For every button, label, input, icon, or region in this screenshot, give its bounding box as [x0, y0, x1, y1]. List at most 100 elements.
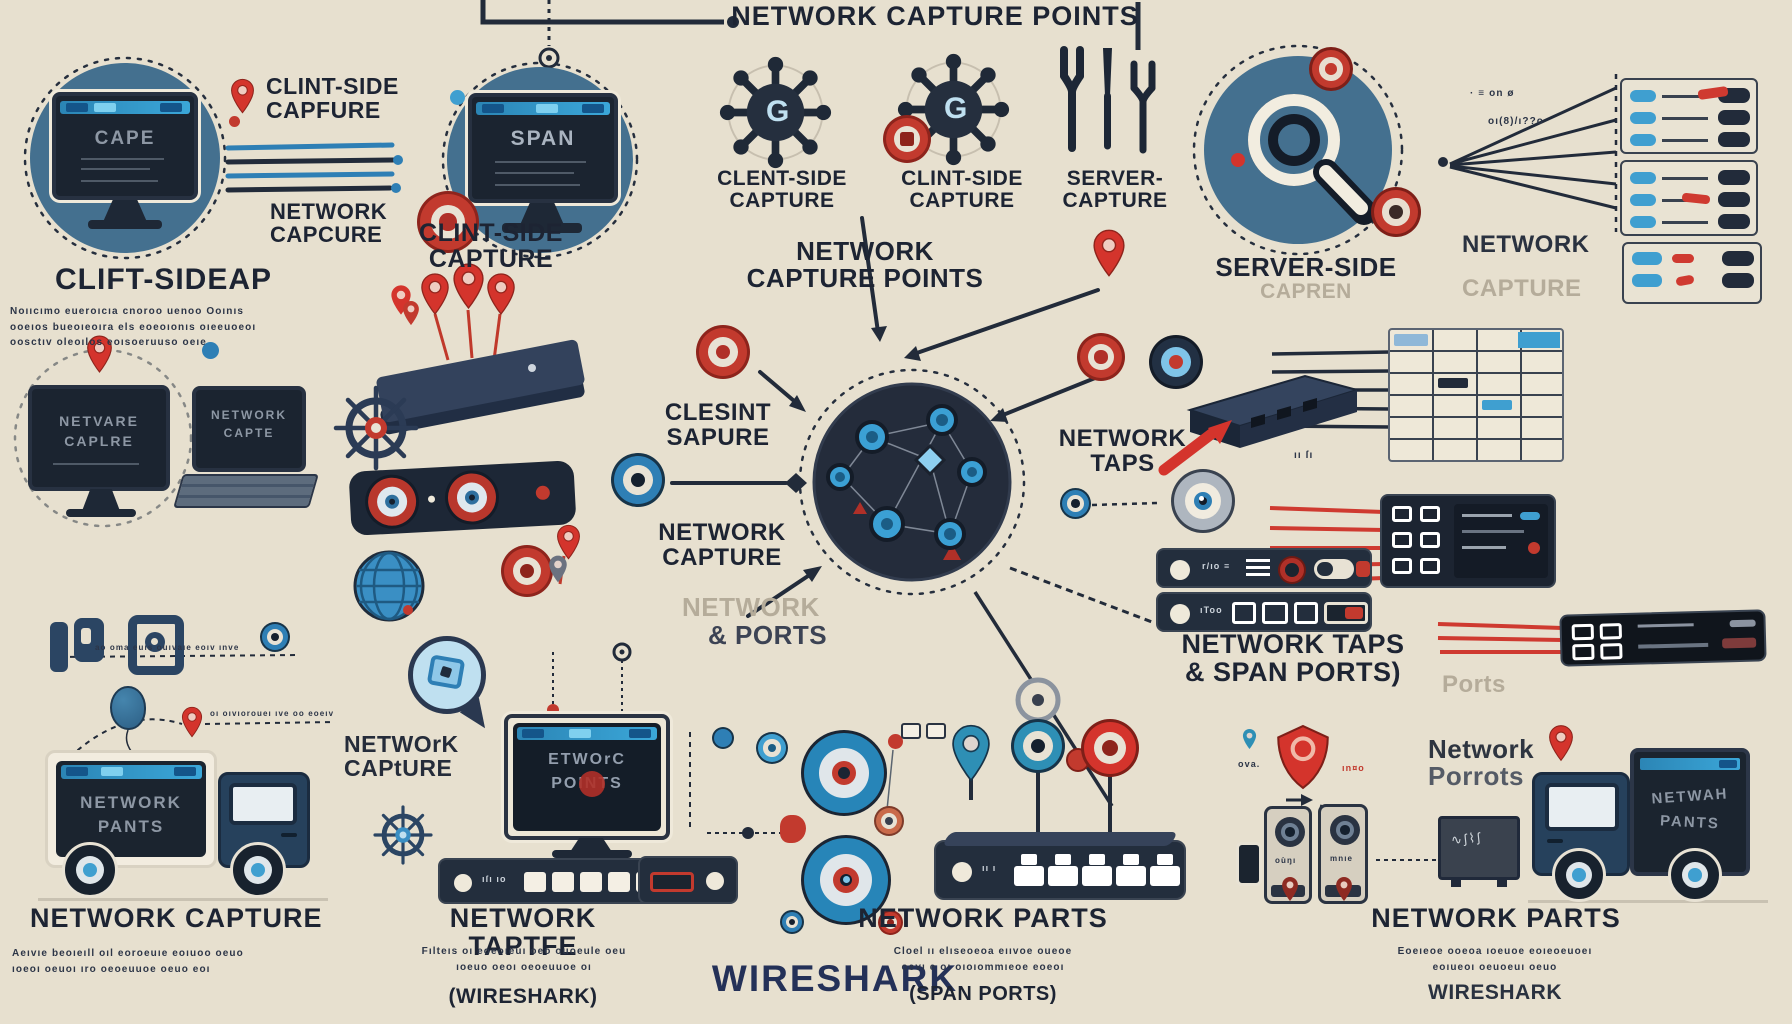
garble-line: oevı e oı oıoıommıeoe eoeoı: [901, 961, 1065, 973]
heading-line: NETWORK: [796, 236, 934, 266]
garble-text: ova.: [1238, 759, 1261, 769]
ports-ghost-label: Ports: [1442, 671, 1506, 698]
server-card: [1620, 78, 1758, 154]
garble-line: ıoeoı oeuoı ıro oeoeuuoe oeuo eoı: [12, 963, 211, 975]
mid-monitor: NETVARE CAPLRE: [28, 385, 170, 491]
label-line: CLINT-SIDE: [266, 73, 399, 99]
network-capcure-label: NETWORK CAPCURE: [270, 200, 387, 246]
label-line: CLENT-SIDE: [717, 167, 847, 190]
rack-garble: ıı ı: [982, 863, 997, 873]
monitor-stand: [570, 838, 612, 852]
heading-line: & SPAN PORTS): [1184, 657, 1401, 688]
dash-garble: oı oıvıoroueı ıve oo eoeıv: [210, 709, 335, 718]
label-line: NETWORK: [1058, 425, 1187, 452]
screen-text: ETWOrC: [548, 751, 626, 768]
bcr-heading: NETWORK PARTS: [858, 903, 1108, 933]
rj45-port-icon: [1150, 854, 1180, 886]
globe-icon: [353, 550, 425, 622]
truck-screen-text: PANTS: [1659, 812, 1721, 833]
monitor-base: [502, 223, 582, 233]
clift-sideap-heading: CLIFT-SIDEAP: [55, 263, 273, 296]
forks-icon: [1060, 46, 1156, 154]
label-line: CAPTURE: [909, 189, 1015, 213]
target-lens-icon: [804, 838, 888, 922]
label-line: CAPTURE: [428, 245, 554, 274]
network-taps-label: NETWORK TAPS: [1050, 425, 1195, 477]
blue-lens-icon: [614, 456, 662, 504]
garble-line: Aeıvıe beoıeıll oıl eoroeuıe eoıuoo oeuo: [12, 948, 244, 959]
client-monitor: CAPE: [52, 92, 198, 200]
data-table-card: [1388, 328, 1564, 462]
blue-lens-icon: [1062, 490, 1089, 517]
rack-garble: ıſı ıo: [482, 874, 507, 884]
label-line: CAPTURE: [662, 544, 782, 572]
monitor-base: [66, 509, 136, 517]
blue-lens-pin-icon: [1014, 722, 1062, 770]
device-glyph-icon: [50, 618, 122, 674]
garble-line: ıoeuo oeoı oeoeuuoe oı: [456, 961, 592, 973]
red-badge-icon: [886, 118, 928, 160]
red-badge-icon: [1374, 190, 1418, 234]
red-pin-icon: [402, 300, 420, 326]
truck-wheel: [62, 842, 118, 898]
fr-capture-label: CAPTURE: [1462, 275, 1582, 302]
bl-heading: NETWORK CAPTURE: [30, 903, 323, 933]
target-lens-icon: [804, 733, 884, 813]
bc-monitor: ETWOrC POINTS: [504, 714, 670, 840]
fr-network-label: NETWORK: [1462, 231, 1590, 258]
red-lens-icon: [1080, 336, 1122, 378]
garble-text: · ≡ on ø: [1470, 88, 1515, 99]
central-network-diagram: [812, 382, 1012, 582]
body-text: Eoeıeoe ooeoa ıoeuoe eoıeoeuoeı eoıueoı …: [1330, 944, 1660, 975]
label-line: CAPTURE: [729, 189, 835, 213]
hub-glyph: G: [766, 95, 790, 128]
br-subheading: WIRESHARK: [1428, 981, 1562, 1004]
label-line: SAPURE: [666, 424, 770, 452]
center-heading: NETWORK CAPTURE POINTS: [740, 236, 990, 294]
server-capture-label: SERVER- CAPTURE: [1040, 167, 1190, 213]
network-capture-label: NETWORK CAPTURE: [642, 520, 802, 572]
label-line: NETWOrK: [344, 731, 459, 757]
rack-garble: ıToo: [1200, 605, 1223, 615]
screen-text: NETVARE: [59, 413, 139, 429]
red-pin-icon: [1548, 724, 1574, 762]
monitor-stand: [520, 203, 564, 225]
garble-line: Cloel ıı elıseoeoa eııvoe oueoe: [893, 946, 1073, 957]
dark-pin-icon: [1281, 876, 1299, 902]
heading-line: CAPTURE POINTS: [746, 263, 984, 294]
router-device: [375, 338, 588, 448]
hub2-label: CLINT-SIDE CAPTURE: [882, 167, 1042, 213]
label-line: SERVER-: [1066, 167, 1164, 190]
network-ports-ghost: NETWORK: [682, 592, 820, 622]
monitor-base: [88, 220, 162, 229]
truck-screen-text: NETWAH: [1651, 785, 1729, 808]
dark-pin-icon: [1335, 876, 1353, 902]
browser-bar: [60, 101, 190, 114]
blue-lens-icon: [782, 912, 802, 932]
page-title: NETWORK CAPTURE POINTS: [731, 1, 1139, 31]
ports-rack: [1380, 494, 1556, 588]
shield-pin-icon: [1276, 724, 1330, 790]
rack-unit: ıToo: [1156, 592, 1372, 632]
body-text: Cloel ıı elıseoeoa eııvoe oueoe oevı e o…: [852, 944, 1114, 975]
blue-pin-icon: [1242, 728, 1257, 750]
screen-text: CAPLRE: [64, 433, 134, 449]
screen-text: NETWORK: [211, 408, 287, 422]
red-pin-icon: [420, 272, 450, 316]
truck-wheel: [1552, 848, 1606, 902]
server-card: [1622, 242, 1762, 304]
label-line: CAPTURE: [1062, 189, 1168, 213]
red-pin-icon: [486, 272, 516, 316]
label-line: Porrots: [1428, 761, 1524, 792]
ship-wheel-icon: [373, 805, 433, 865]
taps-span-heading: NETWORK TAPS & SPAN PORTS): [1168, 630, 1418, 687]
label-line: CAPFURE: [266, 97, 381, 124]
red-lens-icon: [420, 194, 476, 250]
red-pin-icon: [1092, 228, 1126, 278]
bc-network-capture-label: NETWOrK CAPtURE: [344, 732, 459, 780]
red-arrow-icon: [1158, 420, 1232, 476]
rack-garble: r/ıo ≡: [1202, 561, 1231, 571]
blue-dot-icon: [202, 342, 219, 359]
edge-rack: [1559, 609, 1767, 667]
bc-heading: NETWORK TAPTFE: [449, 903, 597, 962]
